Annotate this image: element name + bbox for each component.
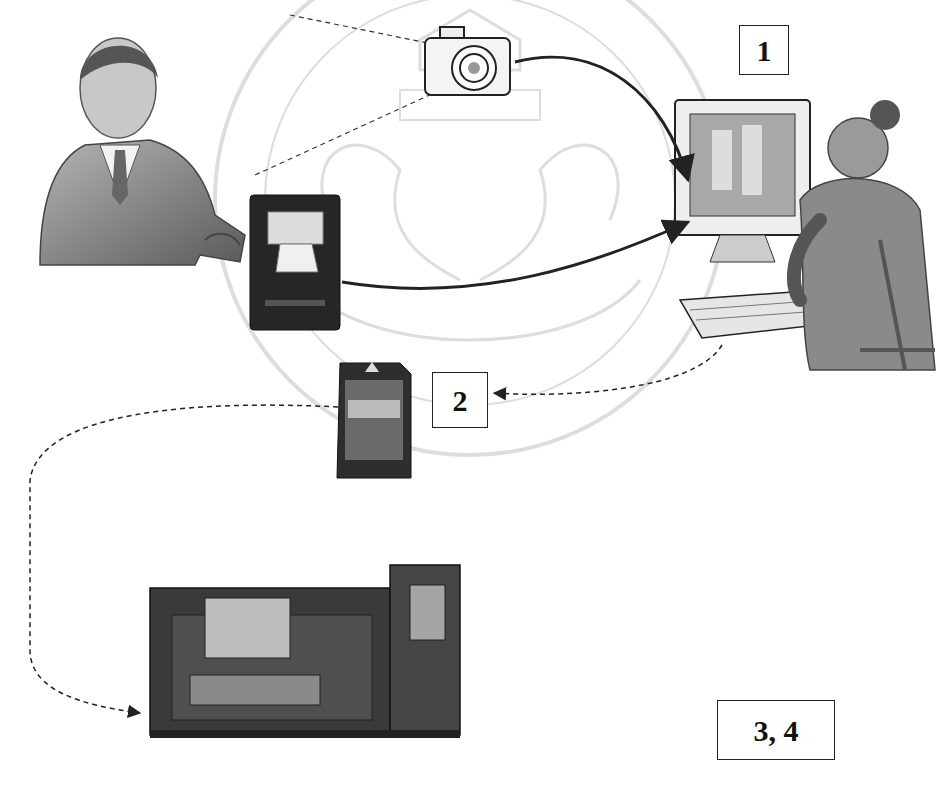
callout-box: 2 xyxy=(432,372,488,428)
businessman-figure xyxy=(40,38,245,265)
callout-box: 1 xyxy=(739,25,789,75)
flow-arrows xyxy=(30,57,722,713)
digital-camera xyxy=(425,27,510,95)
callout-number: 1 xyxy=(757,34,772,67)
fingerprint-printer xyxy=(250,195,340,330)
sight-lines xyxy=(255,15,452,175)
computer-operator xyxy=(675,100,935,370)
sd-card xyxy=(337,362,411,478)
callout-number: 2 xyxy=(453,384,468,417)
callout-number: 3, 4 xyxy=(754,714,799,747)
printing-machine xyxy=(150,565,460,738)
callout-box: 3, 4 xyxy=(717,700,835,760)
watermark-seal xyxy=(215,0,725,455)
